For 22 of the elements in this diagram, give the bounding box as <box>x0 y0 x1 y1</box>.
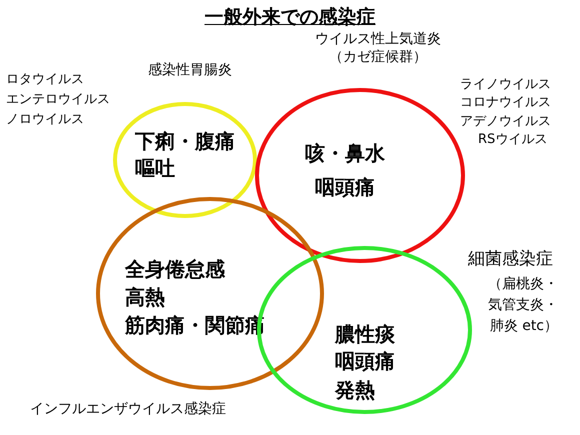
category-label: （扁桃炎・気管支炎・肺炎 etc） <box>487 275 558 336</box>
symptom-text: 高熱 <box>125 285 165 310</box>
pathogen-label: アデノウイルス <box>460 114 551 130</box>
pathogen-label: ライノウイルス <box>460 77 551 93</box>
pathogen-label: エンテロウイルス <box>6 92 110 108</box>
symptom-text: 咽頭痛 <box>335 349 395 374</box>
category-label: 細菌感染症 <box>468 249 553 270</box>
symptom-text: 咽頭痛 <box>315 175 375 200</box>
category-label: インフルエンザウイルス感染症 <box>30 401 226 418</box>
symptom-text: 下痢・腹痛 <box>135 129 235 154</box>
pathogen-label: コロナウイルス <box>460 95 551 111</box>
pathogen-label: ノロウイルス <box>6 112 84 128</box>
category-label: ウイルス性上気道炎（カゼ症候群） <box>314 31 442 66</box>
pathogen-label: ロタウイルス <box>6 72 84 88</box>
symptom-text: 咳・鼻水 <box>305 141 385 166</box>
symptom-text: 膿性痰 <box>335 322 395 347</box>
diagram-title: 一般外来での感染症 <box>204 6 376 28</box>
pathogen-label: RSウイルス <box>478 132 548 148</box>
symptom-text: 嘔吐 <box>135 156 175 181</box>
category-label: 感染性胃腸炎 <box>147 62 233 80</box>
symptom-text: 発熱 <box>335 378 375 403</box>
symptom-text: 全身倦怠感 <box>125 257 225 282</box>
